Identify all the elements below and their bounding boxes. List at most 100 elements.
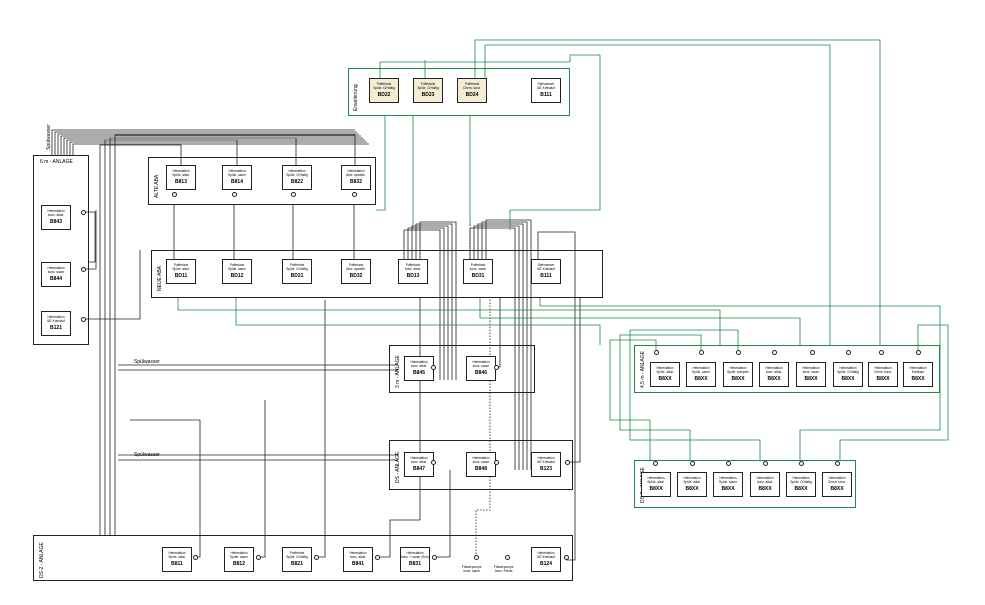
node-id: BD22 — [377, 91, 391, 98]
pipe-line — [481, 221, 528, 470]
connector-port — [314, 555, 319, 560]
connector-port — [835, 461, 840, 466]
node-id: B8XX — [794, 485, 808, 492]
node-id: B846 — [475, 369, 487, 376]
group-anlage-3m-label: 3 m - ANLAGE — [395, 355, 401, 388]
connector-port — [352, 192, 357, 197]
node-id: B111 — [540, 91, 552, 98]
node-id: B8XX — [876, 375, 890, 382]
node-description: Hebestation Spüle. alkal. — [647, 476, 665, 484]
node-description: Puffertank Chem. konz. — [463, 82, 481, 90]
pipe-line — [419, 221, 457, 380]
node-description: Hebestation konz. alkal. — [47, 209, 65, 217]
node-description: Puffertank Spüle. CrHaltig — [286, 263, 308, 271]
connector-port — [736, 350, 741, 355]
node-description: Hebestation IAT-Kreislauf — [536, 456, 555, 464]
node-description: Puffertank konz. sauer — [469, 263, 487, 271]
pipe-line — [479, 298, 801, 345]
node-id: B832 — [350, 178, 362, 185]
anlageds2-node: Hebestation konz. alkal.B841 — [343, 547, 373, 572]
node-description: Hebestation Spüle. alkal. — [683, 476, 701, 484]
node-id: B8XX — [804, 375, 818, 382]
pipe-line — [69, 141, 367, 155]
anlageds3-node: Hebestation konz. alkal.B8XX — [750, 472, 780, 497]
group-neue-aba: NEUE ABA — [151, 250, 603, 298]
node-description: Stehwasser IAT-Kreislauf — [536, 263, 555, 271]
anlageds2-node: Hebestation Spüle. alkal.B811 — [162, 547, 192, 572]
node-id: BD11 — [174, 272, 188, 279]
pipe-line — [235, 298, 601, 345]
node-id: B124 — [540, 560, 552, 567]
pipe-line — [379, 54, 600, 78]
connector-port — [232, 192, 237, 197]
node-description: Puffertank Spüle. CrHaltig — [373, 82, 395, 90]
pump-label: Fässerpumpe konz. Feeds — [494, 565, 514, 573]
connector-port — [810, 350, 815, 355]
pipe-line — [415, 223, 453, 380]
pipe-line — [109, 137, 297, 535]
anlageds3-node: Hebestation Chem. konz.B8XX — [822, 472, 852, 497]
node-id: B813 — [175, 178, 187, 185]
pipe-line — [403, 229, 441, 380]
pipe-line — [434, 470, 451, 558]
node-description: Hebestation Spüle. alkal. — [172, 169, 190, 177]
node-id: B812 — [233, 560, 245, 567]
node-description: Hebestation Spüle. CrHaltig — [837, 366, 859, 374]
group-anlage-3m: 3 m - ANLAGE — [389, 345, 535, 393]
group-anlage-ds2-label: DS-2 - ANLAGE — [39, 542, 45, 578]
node-description: Hebestation konz. sauer — [47, 266, 65, 274]
spuelwasser-label-1: Spülwasser — [46, 124, 52, 150]
node-description: Puffertank Spüle. CrHaltig — [286, 551, 308, 559]
pipe-line — [66, 139, 365, 155]
pipe-line — [839, 324, 949, 460]
node-description: Stehwasser IAT-Kreislauf — [536, 82, 555, 90]
neueaba-node: Puffertank Abw. cyanidh.BD32 — [341, 259, 371, 284]
node-description: Hebestation konz. sauer — [802, 366, 820, 374]
node-id: BD13 — [406, 272, 420, 279]
pipe-line — [54, 131, 357, 155]
node-id: B8XX — [767, 375, 781, 382]
node-id: BD31 — [471, 272, 485, 279]
node-id: B8XX — [694, 375, 708, 382]
anlage45m-node: Hebestation Chem. konz.B8XX — [868, 362, 898, 387]
pipe-line — [475, 298, 491, 557]
node-id: B123 — [540, 465, 552, 472]
group-alte-aba-label: ALTE ABA — [154, 174, 160, 198]
node-id: B8XX — [841, 375, 855, 382]
node-description: Hebestation konz. alkal. — [756, 476, 774, 484]
pipe-line — [114, 134, 356, 535]
group-anlage-45m: 4,5 m - ANLAGE — [634, 345, 940, 393]
connector-port — [494, 460, 499, 465]
connector-port — [654, 350, 659, 355]
node-id: BD24 — [465, 91, 479, 98]
anlageds3-node: Hebestation Spüle. alkal.B8XX — [641, 472, 671, 497]
pipe-line — [72, 143, 369, 155]
connector-port — [916, 350, 921, 355]
erweiterung-node: Puffertank Chem. konz.BD24 — [457, 78, 487, 103]
node-id: BD21 — [290, 272, 304, 279]
node-id: BD23 — [421, 91, 435, 98]
connector-port — [474, 555, 479, 560]
pipe-line — [99, 144, 182, 535]
node-id: B111 — [540, 272, 552, 279]
node-id: BD12 — [230, 272, 244, 279]
connector-port — [879, 350, 884, 355]
pipe-line — [473, 225, 520, 470]
pipe-line — [316, 300, 326, 558]
connector-port — [81, 210, 86, 215]
node-description: Hebestation Abw. cyanidh. — [346, 169, 366, 177]
node-description: Hebestation Spüle. CrHaltig — [790, 476, 812, 484]
node-description: Puffertank Abw. cyanidh. — [346, 263, 366, 271]
pipe-line — [474, 39, 881, 345]
node-id: B848 — [475, 465, 487, 472]
